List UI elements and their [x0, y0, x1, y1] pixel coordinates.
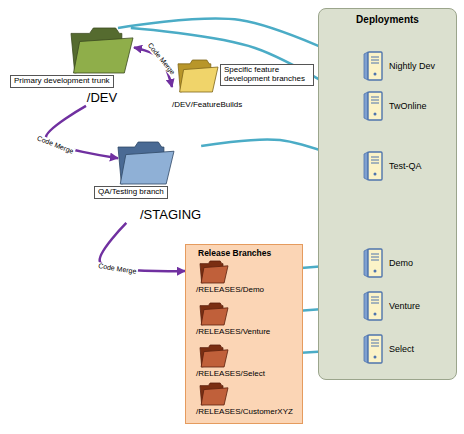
- server-node: Demo: [363, 248, 413, 278]
- folder-node: /RELEASES/Select: [196, 345, 265, 378]
- folder-icon: [200, 383, 228, 405]
- server-icon: [363, 51, 383, 81]
- server-icon: [363, 291, 383, 321]
- node-label: Release Branches: [186, 245, 302, 259]
- server-icon: [363, 248, 383, 278]
- server-light: [374, 313, 377, 316]
- node-label: Specific feature development branches: [224, 66, 310, 84]
- server-front: [368, 152, 382, 180]
- edge-label: Code Merge: [35, 134, 76, 156]
- folder-front: [73, 38, 133, 73]
- server-node: Venture: [363, 291, 420, 321]
- folder-icon: [71, 28, 133, 73]
- server-node: Nightly Dev: [363, 51, 435, 81]
- merge-arrow: [46, 106, 118, 158]
- server-node: TwOnline: [363, 91, 427, 121]
- node-label: /DEV: [70, 91, 134, 106]
- server-icon: [363, 151, 383, 181]
- folder-front: [201, 308, 228, 325]
- node-label: Primary development trunk: [14, 77, 110, 86]
- server-light: [374, 270, 377, 273]
- server-slot: [371, 160, 379, 161]
- folder-node: /STAGING: [118, 142, 201, 223]
- server-slot: [371, 300, 379, 301]
- folder-front: [201, 388, 228, 405]
- node-label: /RELEASES/Venture: [196, 327, 270, 336]
- folder-icon: [200, 345, 228, 367]
- folder-icon: [200, 303, 228, 325]
- node-label: /RELEASES/Demo: [196, 285, 264, 294]
- folder-node: /RELEASES/Venture: [196, 303, 270, 336]
- node-label: Venture: [389, 301, 420, 311]
- node-label: Test-QA: [389, 161, 422, 171]
- node-label: /STAGING: [140, 208, 201, 223]
- server-slot: [371, 340, 379, 341]
- server-slot: [371, 60, 379, 61]
- server-node: Test-QA: [363, 151, 422, 181]
- folder-front: [201, 266, 228, 283]
- folder-front: [120, 151, 174, 184]
- edge-label: Code Merge: [97, 262, 138, 276]
- server-slot: [371, 343, 379, 344]
- node-label: /RELEASES/CustomerXYZ: [196, 407, 293, 416]
- group-panel: Release Branches/RELEASES/Demo/RELEASES/…: [185, 244, 303, 424]
- server-slot: [371, 257, 379, 258]
- callout-box: Primary development trunk: [10, 75, 114, 88]
- server-front: [368, 92, 382, 120]
- server-light: [374, 113, 377, 116]
- folder-node: /RELEASES/CustomerXYZ: [196, 383, 293, 416]
- server-light: [374, 73, 377, 76]
- server-front: [368, 335, 382, 363]
- server-icon: [363, 91, 383, 121]
- server-node: Select: [363, 334, 414, 364]
- folder-node: /DEV: [70, 28, 134, 106]
- node-label: /RELEASES/Select: [196, 369, 265, 378]
- server-icon: [363, 334, 383, 364]
- node-label: QA/Testing branch: [98, 188, 164, 197]
- server-slot: [371, 97, 379, 98]
- server-light: [374, 173, 377, 176]
- folder-front: [201, 350, 228, 367]
- node-label: Deployments: [319, 9, 456, 26]
- callout-box: QA/Testing branch: [94, 186, 168, 199]
- server-front: [368, 249, 382, 277]
- folder-icon: [178, 60, 218, 92]
- server-slot: [371, 100, 379, 101]
- server-slot: [371, 103, 379, 104]
- server-slot: [371, 157, 379, 158]
- edge-label: Code Merge: [145, 41, 177, 77]
- node-label: Demo: [389, 258, 413, 268]
- server-slot: [371, 303, 379, 304]
- server-slot: [371, 254, 379, 255]
- folder-node: /RELEASES/Demo: [196, 261, 264, 294]
- server-slot: [371, 163, 379, 164]
- node-label: TwOnline: [389, 101, 427, 111]
- node-label: Select: [389, 344, 414, 354]
- group-panel: DeploymentsNightly DevTwOnlineTest-QA Dem…: [318, 8, 457, 380]
- server-light: [374, 356, 377, 359]
- server-slot: [371, 63, 379, 64]
- server-front: [368, 52, 382, 80]
- callout-box: Specific feature development branches: [220, 64, 314, 86]
- folder-front: [180, 67, 218, 92]
- node-label: /DEV/FeatureBuilds: [172, 100, 242, 109]
- server-slot: [371, 297, 379, 298]
- folder-icon: [200, 261, 228, 283]
- server-slot: [371, 57, 379, 58]
- server-front: [368, 292, 382, 320]
- node-label: Nightly Dev: [389, 61, 435, 71]
- server-slot: [371, 346, 379, 347]
- folder-icon: [118, 142, 174, 184]
- server-slot: [371, 260, 379, 261]
